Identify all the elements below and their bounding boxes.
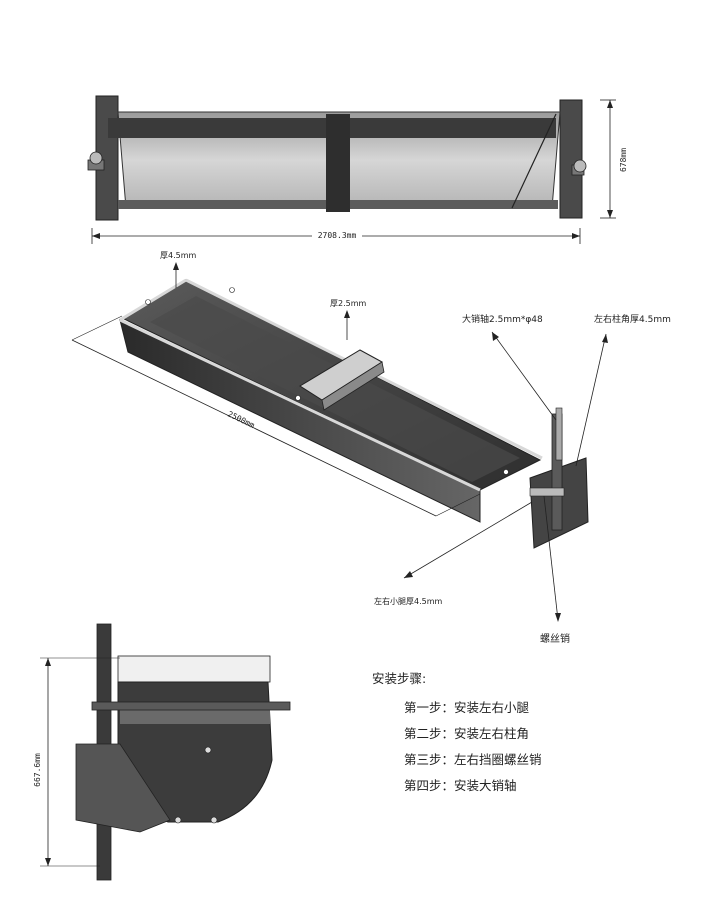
side-bolt (204, 746, 212, 754)
front-width-arrow-left (92, 233, 100, 239)
iso-big-pin-arrow (492, 332, 499, 341)
install-step: 第二步：安装左右柱角 (404, 726, 530, 741)
side-bolt (210, 816, 218, 824)
install-title: 安装步骤: (372, 671, 427, 686)
iso-rim-left (119, 278, 187, 322)
iso-screw-pin (529, 487, 565, 497)
front-diagonal-brace (511, 113, 557, 209)
iso-thick-lid-label: 厚2.5mm (330, 299, 367, 308)
iso-big-pin-leader (491, 331, 557, 421)
iso-screw-pin-label: 螺丝销 (540, 632, 570, 645)
install-steps: 安装步骤: 第一步：安装左右小腿 第二步：安装左右柱角 第三步：左右挡圈螺丝销 … (372, 668, 542, 799)
side-height-arrow-top (45, 658, 51, 666)
iso-center-cover-side (321, 361, 385, 411)
iso-screw-pin-arrow (555, 613, 561, 622)
side-height-arrow-bottom (45, 858, 51, 866)
front-height-label: 678mm (619, 148, 628, 172)
front-view: 2708.3mm 678mm (87, 95, 628, 244)
front-width-label-bg (312, 229, 362, 241)
iso-legs-label: 左右小腿厚4.5mm (374, 596, 443, 606)
install-step: 第一步：安装左右小腿 (404, 700, 530, 715)
iso-rim-bolt (229, 287, 235, 293)
iso-corner-post-label: 左右柱角厚4.5mm (594, 313, 671, 325)
iso-rim-bolt (295, 395, 301, 401)
iso-rim-bolt (145, 299, 151, 305)
iso-legs-leader (403, 501, 533, 579)
front-width-label: 2708.3mm (318, 231, 357, 240)
iso-length-ext-right (435, 493, 481, 517)
side-view: 667.6mm (33, 623, 291, 881)
iso-big-pin (555, 407, 563, 461)
install-step: 第三步：左右挡圈螺丝销 (404, 752, 542, 767)
iso-corner-post-leader (575, 333, 607, 467)
side-bracket (75, 743, 171, 833)
side-mid-band (120, 706, 270, 724)
front-right-post (559, 99, 583, 219)
iso-corner-post-arrow (602, 334, 608, 343)
front-width-arrow-right (572, 233, 580, 239)
install-step: 第四步：安装大销轴 (404, 778, 517, 793)
front-center-divider (326, 114, 350, 212)
side-bolt (174, 816, 182, 824)
front-height-arrow-bottom (607, 210, 613, 218)
iso-length-dim-line (71, 339, 437, 517)
iso-thick-lid-arrow (344, 310, 350, 318)
iso-legs-arrow (404, 571, 413, 578)
front-right-pin-knob (573, 159, 587, 173)
side-height-label: 667.6mm (33, 753, 42, 787)
iso-screw-pin-leader (543, 495, 559, 621)
front-height-arrow-top (607, 100, 613, 108)
iso-length-label: 2500mm (226, 409, 256, 430)
side-crossbar (91, 701, 291, 711)
iso-thick-body-arrow (173, 262, 179, 270)
side-top-opening (117, 655, 271, 683)
iso-length-ext-left (71, 315, 123, 341)
iso-rim-front (119, 318, 481, 492)
iso-view: 2500mm 厚4.5mm 厚2.5mm 大销轴2.5mm*φ48 左右柱角厚4… (71, 251, 671, 645)
iso-big-pin-label: 大销轴2.5mm*φ48 (462, 313, 543, 325)
front-left-pin-knob (89, 151, 103, 165)
iso-thick-body-label: 厚4.5mm (160, 251, 197, 260)
iso-rim-bolt (503, 469, 509, 475)
